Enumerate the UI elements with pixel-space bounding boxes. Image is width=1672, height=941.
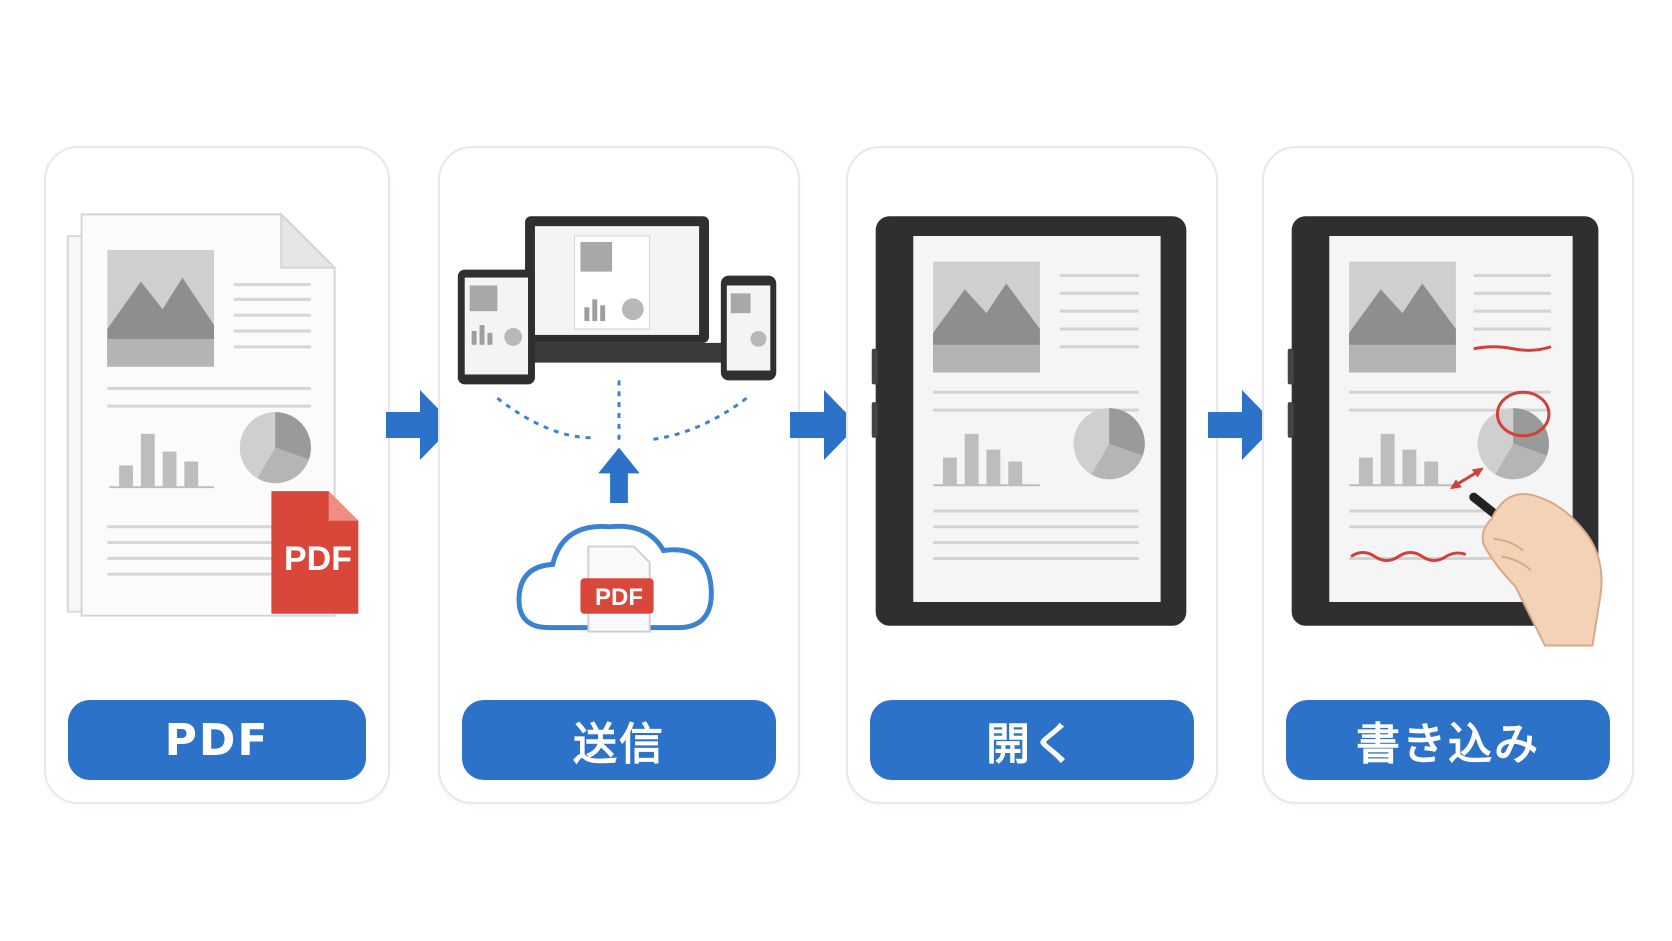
step-label-send: 送信 xyxy=(462,700,776,780)
stylus-hand-icon xyxy=(1287,216,1603,647)
step-label-pdf: PDF xyxy=(68,700,366,780)
step-card-annotate: 書き込み xyxy=(1262,146,1634,804)
step-label-open: 開く xyxy=(870,700,1194,780)
devices-icon xyxy=(457,216,777,633)
arrow-right-icon xyxy=(1208,390,1276,460)
step-card-send: PDF 送信 xyxy=(438,146,800,804)
arrow-right-icon xyxy=(790,390,858,460)
step-label-annotate: 書き込み xyxy=(1286,700,1610,780)
pdf-cloud-badge-text: PDF xyxy=(595,584,643,611)
step-card-pdf: PDF PDF xyxy=(44,146,390,804)
step-card-open: 開く xyxy=(846,146,1218,804)
pdf-document-icon xyxy=(66,211,359,617)
pdf-badge-text: PDF xyxy=(284,540,352,578)
arrow-right-icon xyxy=(386,390,454,460)
ereader-icon xyxy=(871,216,1187,626)
